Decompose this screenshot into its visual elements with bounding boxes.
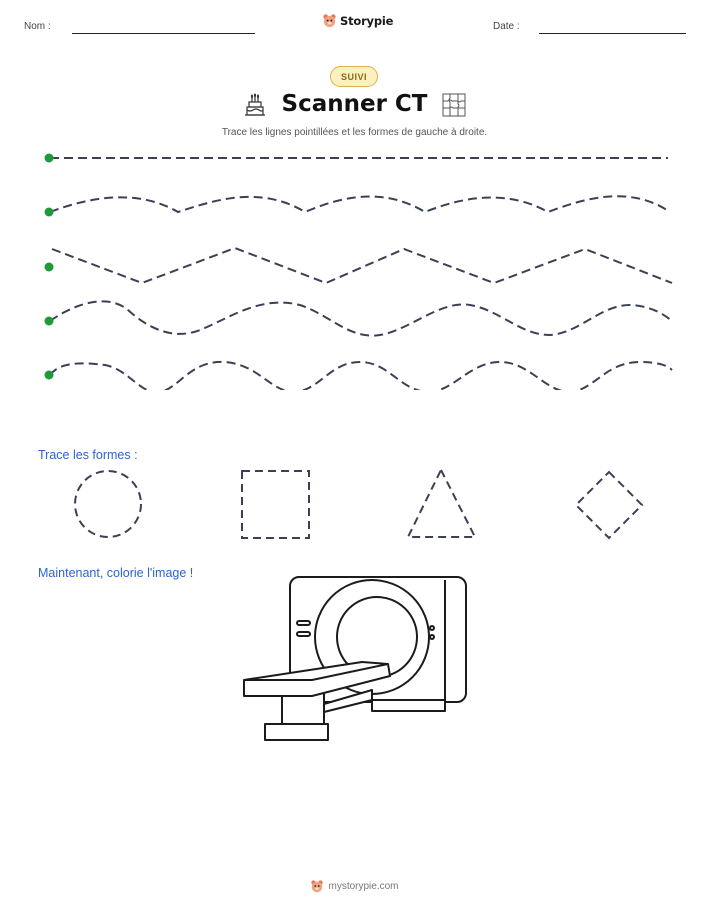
tracing-line-wave-2 [49,300,673,337]
date-line [539,33,686,34]
level-badge: SUIVI [330,66,378,87]
brand-logo: Storypie [322,13,393,28]
start-dot [44,316,54,326]
shape-diamond [574,470,644,540]
brand-name: Storypie [340,13,394,28]
tracing-lines [44,153,673,390]
start-dot [44,207,54,217]
cake-icon [245,93,265,116]
tracing-line-wave-1 [49,195,671,214]
shapes-label: Trace les formes : [38,448,138,462]
tracing-shapes [74,467,644,540]
instructions: Trace les lignes pointillées et les form… [221,127,488,138]
tracing-line-wave-3 [49,360,673,390]
start-dot [44,153,54,163]
storypie-mascot-icon [311,880,324,893]
puzzle-icon [442,93,466,117]
page-title: Scanner CT [281,91,428,117]
name-line [72,33,255,34]
coloring-label: Maintenant, colorie l'image ! [38,566,194,580]
footer-url[interactable]: mystorypie.com [328,880,399,892]
shape-square [241,470,310,539]
start-dot [44,262,54,272]
tracing-line-zigzag [51,246,673,285]
start-dot [44,370,54,380]
shape-triangle [406,467,477,538]
name-label: Nom : [24,21,51,32]
storypie-mascot-icon [323,14,336,28]
date-label: Date : [493,21,520,32]
footer: mystorypie.com [0,879,709,893]
shape-circle [74,470,142,538]
ct-scanner-icon [243,576,467,741]
